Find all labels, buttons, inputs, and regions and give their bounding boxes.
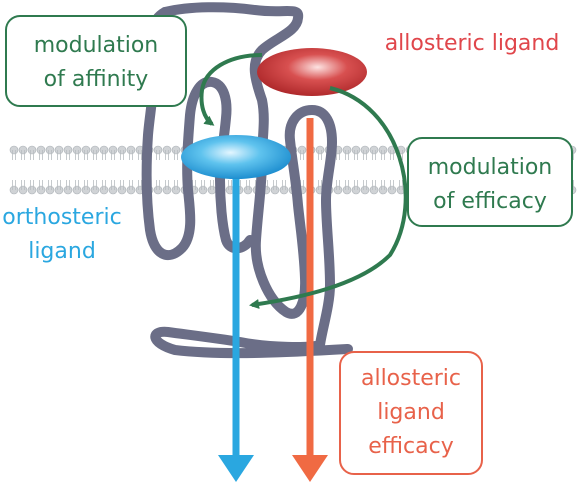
allosteric-ligand-icon [257,48,367,96]
orthosteric-ligand-line1: orthosteric [2,205,121,230]
allosteric-efficacy-arrow [292,118,328,482]
orthosteric-efficacy-arrow [218,175,254,482]
affinity-modulation-arrow [199,53,263,126]
allosteric-efficacy-line2: ligand [377,400,445,425]
orthosteric-ligand-label: orthosteric ligand [2,205,121,264]
orthosteric-ligand-line2: ligand [28,239,96,264]
modulation-affinity-line2: of affinity [44,67,149,92]
allosteric-ligand-label: allosteric ligand [385,31,560,56]
modulation-efficacy-line2: of efficacy [433,189,547,214]
allosteric-efficacy-line1: allosteric [361,366,461,391]
allosteric-efficacy-label: allosteric ligand efficacy [339,351,483,475]
modulation-affinity-line1: modulation [34,33,159,58]
receptor-chain [150,2,353,359]
modulation-efficacy-label: modulation of efficacy [407,137,573,227]
modulation-affinity-label: modulation of affinity [5,15,187,107]
efficacy-modulation-arrow [249,86,408,309]
orthosteric-ligand-icon [181,135,291,179]
allosteric-efficacy-line3: efficacy [368,434,454,459]
modulation-efficacy-line1: modulation [428,155,553,180]
